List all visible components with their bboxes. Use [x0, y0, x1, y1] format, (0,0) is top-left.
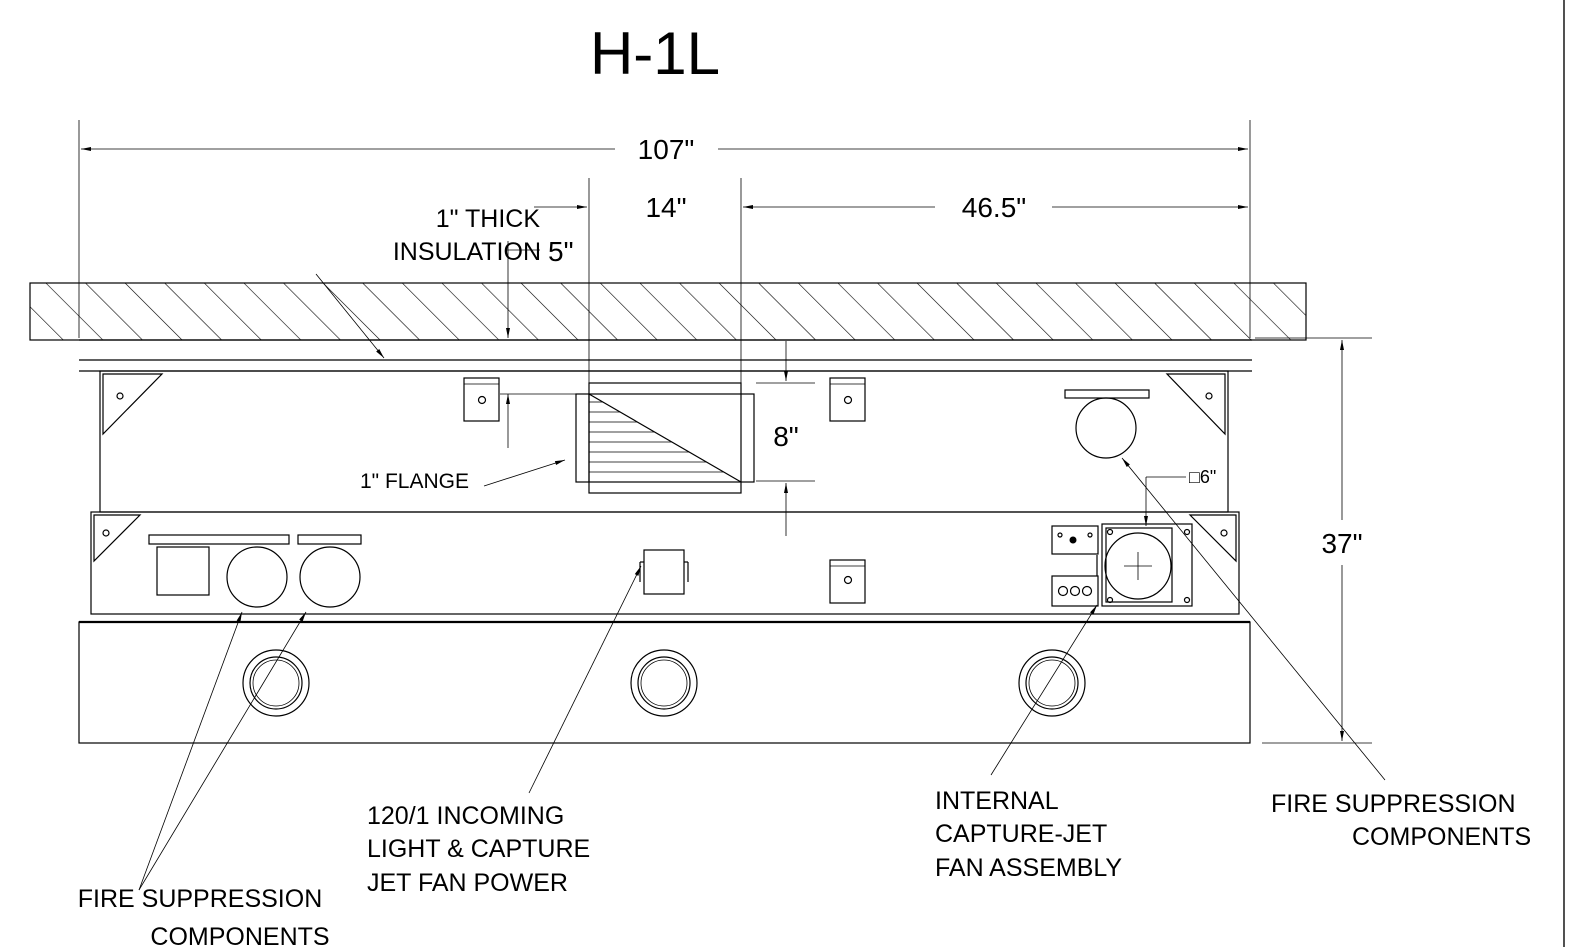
drawing-title: H-1L	[590, 20, 720, 87]
dim-46-5: 46.5"	[962, 192, 1026, 223]
fire-suppression-tank	[1075, 397, 1137, 459]
bolt-hole	[1220, 529, 1228, 537]
power-label-2: LIGHT & CAPTURE	[367, 835, 590, 863]
insulation-leader	[315, 273, 385, 359]
bolt-hole	[102, 529, 110, 537]
insulation-label-2: INSULATION	[393, 238, 541, 266]
corner-brace	[1165, 373, 1226, 436]
flange-leader	[483, 459, 566, 487]
fire-suppression-bar	[297, 534, 362, 545]
dim-overall-width: 107"	[638, 134, 695, 165]
fire-right-label-2: COMPONENTS	[1352, 823, 1531, 851]
fire-left-leader	[138, 611, 307, 891]
fan-leader	[990, 604, 1098, 776]
light-fixture	[242, 649, 310, 717]
dim-fan-opening: □6"	[1189, 467, 1216, 487]
plenum-body	[99, 370, 1229, 513]
lower-plenum	[90, 511, 1240, 615]
light-fixture	[630, 649, 698, 717]
hanger-bracket	[463, 377, 500, 422]
fire-suppression-tank	[299, 546, 361, 608]
corner-brace	[93, 514, 142, 563]
corner-brace	[1188, 514, 1237, 563]
dim-overall-depth: 37"	[1321, 528, 1362, 559]
fire-suppression-bar	[1064, 389, 1150, 399]
fire-suppression-box	[156, 546, 210, 596]
power-label-1: 120/1 INCOMING	[367, 802, 564, 830]
hanger-bracket	[829, 377, 866, 422]
fire-left-label-1: FIRE SUPPRESSION	[78, 885, 323, 913]
junction-box	[639, 549, 689, 595]
hanger-bracket	[829, 559, 866, 604]
fire-left-label-2: COMPONENTS	[150, 923, 329, 947]
fire-suppression-tank	[226, 546, 288, 608]
flange-label: 1" FLANGE	[360, 470, 469, 493]
fire-left-leader	[138, 611, 243, 891]
power-label-3: JET FAN POWER	[367, 869, 568, 897]
power-leader	[528, 565, 642, 794]
fire-right-label-1: FIRE SUPPRESSION	[1271, 790, 1516, 818]
fire-suppression-bar	[148, 534, 290, 545]
sheet-margin	[1565, 0, 1588, 947]
insulation-label-1: 1" THICK	[436, 205, 541, 233]
dim-5: 5"	[548, 236, 574, 267]
light-fixture	[1018, 649, 1086, 717]
dim-8: 8"	[773, 421, 799, 452]
front-panel	[78, 621, 1251, 744]
bolt-hole	[116, 392, 124, 400]
ceiling-slab	[29, 282, 1307, 341]
dim-14: 14"	[645, 192, 686, 223]
fire-right-leader	[1121, 457, 1386, 781]
exhaust-duct-collar	[575, 382, 755, 494]
corner-brace	[102, 373, 164, 436]
bolt-hole	[1205, 392, 1213, 400]
fan-label-1: INTERNAL	[935, 787, 1059, 815]
capture-jet-fan-assembly	[1051, 523, 1193, 607]
fan-label-3: FAN ASSEMBLY	[935, 854, 1122, 882]
fan-label-2: CAPTURE-JET	[935, 820, 1107, 848]
